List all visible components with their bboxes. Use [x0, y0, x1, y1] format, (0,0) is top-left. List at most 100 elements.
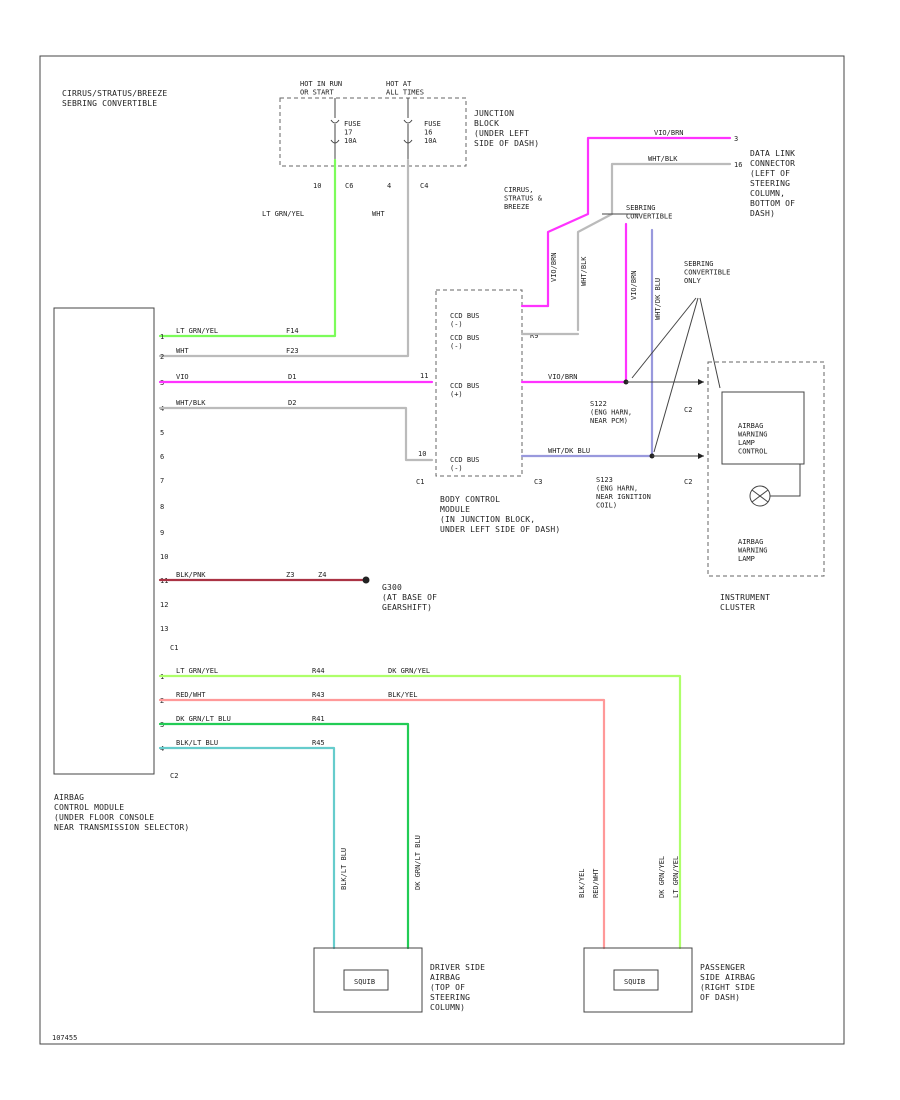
acm-wire-blkpnk: BLK/PNK: [176, 571, 206, 579]
pass-wire-b2: LT GRN/YEL: [672, 856, 680, 898]
pass-wire-a2: RED/WHT: [592, 868, 600, 898]
bcm-pin-10: 10: [418, 450, 426, 458]
cluster-control-box: [721, 391, 805, 465]
wire-vio-brn-dlc: [546, 136, 732, 308]
acm-pin-9: 9: [160, 529, 164, 537]
acm-pin-2: 2: [160, 353, 164, 361]
vwire-wht-2: WHT/DK BLU: [654, 278, 662, 320]
ground-g300-icon: [362, 576, 370, 584]
driver-squib-icon: [343, 969, 389, 991]
bcm-pin-11: 11: [420, 372, 428, 380]
acm-code-whtblk: D2: [288, 399, 296, 407]
wire-wht-fuse16: [158, 158, 410, 358]
warning-lamp-icon: [749, 485, 771, 507]
acm-pin-12: 12: [160, 601, 168, 609]
dlc-wire-top: VIO/BRN: [654, 129, 684, 137]
aw-w1c: R44: [312, 667, 325, 675]
pass-wire-a: BLK/YEL: [578, 868, 586, 898]
jb-wire-wht-label: WHT: [372, 210, 385, 218]
s122-wire-label: VIO/BRN: [548, 373, 578, 381]
sebring-only-pointer-2: [653, 297, 699, 453]
acm-pin-5: 5: [160, 429, 164, 437]
bcm-pin-r9: R9: [530, 332, 538, 340]
passenger-airbag-box: [583, 947, 693, 1013]
vwire-wht-1: WHT/BLK: [580, 256, 588, 286]
acm-code-wht: F23: [286, 347, 299, 355]
sebring-only-pointer-3: [699, 297, 721, 389]
acm-code-blkpnk2: Z4: [318, 571, 326, 579]
frame-id: 107455: [52, 1034, 77, 1042]
acm-pin-8: 8: [160, 503, 164, 511]
jb-wire-ltgrn-label: LT GRN/YEL: [262, 210, 304, 218]
bcm-ccd3: CCD BUS(+): [450, 382, 480, 399]
jb-pin-4: 4: [387, 182, 391, 190]
bcm-ccd1: CCD BUS(-): [450, 312, 480, 329]
wire-ltblu-driver: [158, 746, 336, 950]
wire-dkgrn-driver: [158, 722, 410, 950]
acm-c1: C1: [170, 644, 178, 652]
cluster-c2a: C2: [684, 406, 692, 414]
aw-w2c: R43: [312, 691, 325, 699]
acm-code-ltgrn: F14: [286, 327, 299, 335]
acm-code-blkpnk1: Z3: [286, 571, 294, 579]
junction-block-dashed-box: [279, 97, 467, 167]
vwire-vio-2: VIO/BRN: [630, 270, 638, 300]
acm-pin-13: 13: [160, 625, 168, 633]
aw-w2b: BLK/YEL: [388, 691, 418, 699]
dlc-pin-bot: 16: [734, 161, 742, 169]
wire-ltgrn-passenger: [158, 674, 682, 950]
acm-wire-whtblk: WHT/BLK: [176, 399, 206, 407]
acm-wire-ltgrn: LT GRN/YEL: [176, 327, 218, 335]
dlc-pin-top: 3: [734, 135, 738, 143]
aw-w4: BLK/LT BLU: [176, 739, 218, 747]
cluster-dashed-box: [707, 361, 825, 577]
wire-whtblk-acm-bcm: [158, 406, 434, 462]
driver-squib-label: SQUIB: [354, 978, 375, 986]
aw-w1b: DK GRN/YEL: [388, 667, 430, 675]
acm-box: [53, 307, 155, 775]
arrow-s123: [698, 453, 704, 459]
acm-c2: C2: [170, 772, 178, 780]
bcm-ccd4: CCD BUS(-): [450, 456, 480, 473]
wire-red-passenger: [158, 698, 606, 950]
aw-w3c: R41: [312, 715, 325, 723]
pass-wire-b: DK GRN/YEL: [658, 856, 666, 898]
sebring-only-pointer-1: [631, 297, 697, 379]
acm-code-vio: D1: [288, 373, 296, 381]
driver-airbag-box: [313, 947, 423, 1013]
cirrus-label: CIRRUS,STRATUS &BREEZE: [504, 186, 543, 211]
diagram-frame: [39, 55, 845, 1045]
jb-pin-10: 10: [313, 182, 321, 190]
s122-label: S122(ENG HARN,NEAR PCM): [590, 400, 632, 425]
aw-w3: DK GRN/LT BLU: [176, 715, 231, 723]
aw-w4c: R45: [312, 739, 325, 747]
acm-pin-7: 7: [160, 477, 164, 485]
passenger-squib-label: SQUIB: [624, 978, 645, 986]
cluster-c2b: C2: [684, 478, 692, 486]
aw-w1: LT GRN/YEL: [176, 667, 218, 675]
acm-wire-vio: VIO: [176, 373, 189, 381]
wire-ltgrn-fuse17: [158, 158, 337, 338]
fuse-16-icon: [403, 98, 413, 160]
jb-pin-c4: C4: [420, 182, 428, 190]
drv-wire-a: BLK/LT BLU: [340, 848, 348, 890]
